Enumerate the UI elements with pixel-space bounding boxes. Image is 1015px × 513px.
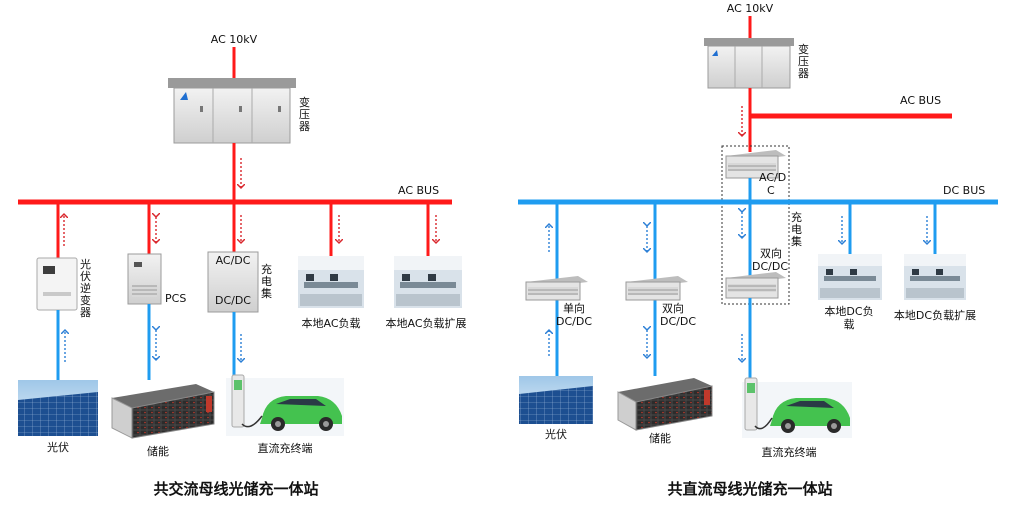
right-pv-label: 光伏	[545, 427, 567, 441]
dc-load-label-1: 本地DC负	[824, 304, 873, 318]
inverter-label-1: 光	[80, 257, 91, 271]
dc-load-ext-label: 本地DC负载扩展	[894, 308, 976, 322]
dc-load-office-image	[818, 254, 882, 300]
charging-cluster-box	[721, 145, 790, 305]
storage-dcdc-label-2: DC/DC	[660, 315, 696, 328]
unidir-dcdc-label-2: DC/DC	[556, 315, 592, 328]
left-transformer-label-2: 压	[299, 108, 310, 121]
right-battery-storage-image	[617, 378, 713, 431]
left-ac-load-ext-office-image	[394, 256, 462, 308]
left-transformer-label-3: 器	[299, 120, 310, 133]
left-acdc-label: AC/DC	[216, 254, 251, 267]
right-pv-array-image	[519, 376, 593, 424]
storage-dcdc-module	[625, 276, 688, 301]
left-ac-source-label: AC 10kV	[211, 33, 258, 46]
cluster-dcdc-label-2: DC/DC	[752, 260, 788, 273]
right-transformer-label-1: 变	[798, 42, 809, 56]
acdc-label-1: AC/D	[759, 171, 786, 184]
left-charger-label: 直流充终端	[258, 441, 313, 455]
left-cluster-label-1: 充	[261, 262, 272, 276]
left-dcdc-label: DC/DC	[215, 294, 251, 307]
inverter-label-2: 伏	[80, 269, 91, 283]
right-ac-bus-label: AC BUS	[900, 94, 941, 107]
pv-inverter	[36, 257, 78, 311]
brand-logo-icon	[180, 92, 188, 100]
ac-load-label: 本地AC负载	[301, 316, 360, 330]
pcs-cabinet	[127, 253, 162, 305]
inverter-label-5: 器	[80, 306, 91, 319]
unidir-dcdc-label-1: 单向	[563, 301, 585, 315]
pcs-label: PCS	[165, 292, 186, 305]
left-system: AC 10kV 变 压 器 AC BUS 光 伏 逆	[18, 33, 467, 498]
cluster-dcdc-module	[725, 272, 786, 299]
left-cluster-label-2: 电	[261, 275, 272, 288]
acdc-module	[725, 150, 786, 179]
right-transformer-label-3: 器	[798, 67, 809, 80]
dc-load-label-2: 载	[844, 318, 855, 331]
left-transformer	[168, 78, 296, 144]
inverter-label-4: 变	[80, 293, 91, 307]
left-pv-label: 光伏	[47, 440, 69, 454]
acdc-label-2: C	[767, 184, 775, 197]
right-transformer-label-2: 压	[798, 55, 809, 68]
right-transformer	[704, 38, 794, 89]
left-storage-label: 储能	[147, 444, 169, 458]
right-ac-source-label: AC 10kV	[727, 2, 774, 15]
right-cluster-label-2: 电	[791, 223, 802, 236]
left-diagram-title: 共交流母线光储充一体站	[153, 480, 318, 498]
left-ev-charger-image	[226, 374, 344, 436]
left-ac-bus-label: AC BUS	[398, 184, 439, 197]
right-cluster-label-1: 充	[791, 210, 802, 224]
unidir-dcdc-module	[525, 276, 588, 301]
inverter-label-3: 逆	[80, 281, 91, 295]
ac-load-ext-label: 本地AC负载扩展	[385, 316, 466, 330]
left-battery-storage-image	[111, 384, 215, 439]
right-charger-label: 直流充终端	[762, 445, 817, 459]
dc-load-ext-office-image	[904, 254, 966, 300]
brand-logo-icon	[712, 50, 718, 56]
left-cluster-label-3: 集	[261, 286, 272, 300]
right-storage-label: 储能	[649, 431, 671, 445]
left-transformer-label-1: 变	[299, 95, 310, 109]
left-charging-cabinet	[207, 251, 259, 313]
right-cluster-label-3: 集	[791, 234, 802, 248]
left-ac-load-office-image	[298, 256, 364, 308]
right-ev-charger-image	[742, 377, 852, 438]
right-dc-bus-label: DC BUS	[943, 184, 985, 197]
right-system: AC 10kV 变 压 器 AC BUS 充 电 集 AC/D C	[518, 2, 998, 498]
right-diagram-title: 共直流母线光储充一体站	[667, 480, 832, 498]
cluster-dcdc-label-1: 双向	[760, 246, 782, 260]
left-pv-array-image	[18, 380, 98, 436]
storage-dcdc-label-1: 双向	[662, 301, 684, 315]
